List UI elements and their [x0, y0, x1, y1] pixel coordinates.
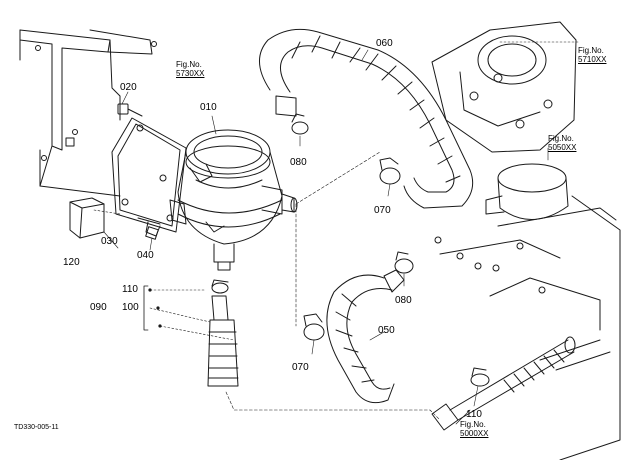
- evacuator-hose-100: [207, 295, 239, 387]
- part-label-070-upper: 070: [374, 205, 391, 216]
- hose-clamp-lower-070: [303, 313, 325, 341]
- figure-ref-5050: Fig.No. 5050XX: [548, 134, 576, 152]
- part-label-100: 100: [122, 302, 139, 313]
- part-label-110-right: 110: [466, 409, 482, 420]
- hose-clamp-110-lower: [211, 279, 229, 294]
- figure-ref-prefix: Fig.No.: [460, 420, 486, 429]
- figure-ref-prefix: Fig.No.: [548, 134, 574, 143]
- diagram-code: TD330-005-11: [14, 424, 59, 431]
- bolt-040: [137, 217, 161, 240]
- figure-ref-5710: Fig.No. 5710XX: [578, 46, 606, 64]
- part-label-040: 040: [137, 250, 154, 261]
- figure-ref-number: 5000XX: [460, 429, 489, 438]
- intake-manifold: [431, 21, 577, 153]
- part-label-010: 010: [200, 102, 217, 113]
- lower-pipe: [431, 336, 576, 431]
- part-label-110-left: 110: [122, 284, 138, 295]
- part-label-080-upper: 080: [290, 157, 307, 168]
- breather-cover: [485, 163, 569, 220]
- part-label-030: 030: [101, 236, 118, 247]
- figure-ref-prefix: Fig.No.: [176, 60, 202, 69]
- mounting-plate: [111, 117, 187, 233]
- part-label-080-lower: 080: [395, 295, 412, 306]
- figure-ref-prefix: Fig.No.: [578, 46, 604, 55]
- bolt-020: [117, 103, 143, 117]
- hose-clamp-upper-070: [379, 157, 401, 185]
- part-label-070-lower: 070: [292, 362, 309, 373]
- part-label-090: 090: [90, 302, 107, 313]
- part-label-060: 060: [376, 38, 393, 49]
- frame-bracket: [19, 29, 157, 197]
- figure-ref-number: 5050XX: [548, 143, 577, 152]
- part-label-020: 020: [120, 82, 137, 93]
- figure-ref-number: 5710XX: [578, 55, 607, 64]
- hose-clamp-110-right: [470, 367, 490, 387]
- part-label-120: 120: [63, 257, 80, 268]
- leader-lines: [93, 41, 579, 425]
- engine-block: [434, 195, 621, 460]
- hose-050: [326, 269, 405, 404]
- figure-ref-5730: Fig.No. 5730XX: [176, 60, 204, 78]
- hose-060: [259, 28, 474, 209]
- hose-clamp-lower-080: [394, 251, 414, 274]
- group-bracket-090: [143, 285, 162, 331]
- hose-clamp-upper-080: [291, 113, 309, 135]
- rubber-block-120: [69, 197, 105, 239]
- air-cleaner-body: [169, 129, 298, 271]
- figure-ref-5000: Fig.No. 5000XX: [460, 420, 488, 438]
- figure-ref-number: 5730XX: [176, 69, 205, 78]
- part-label-050: 050: [378, 325, 395, 336]
